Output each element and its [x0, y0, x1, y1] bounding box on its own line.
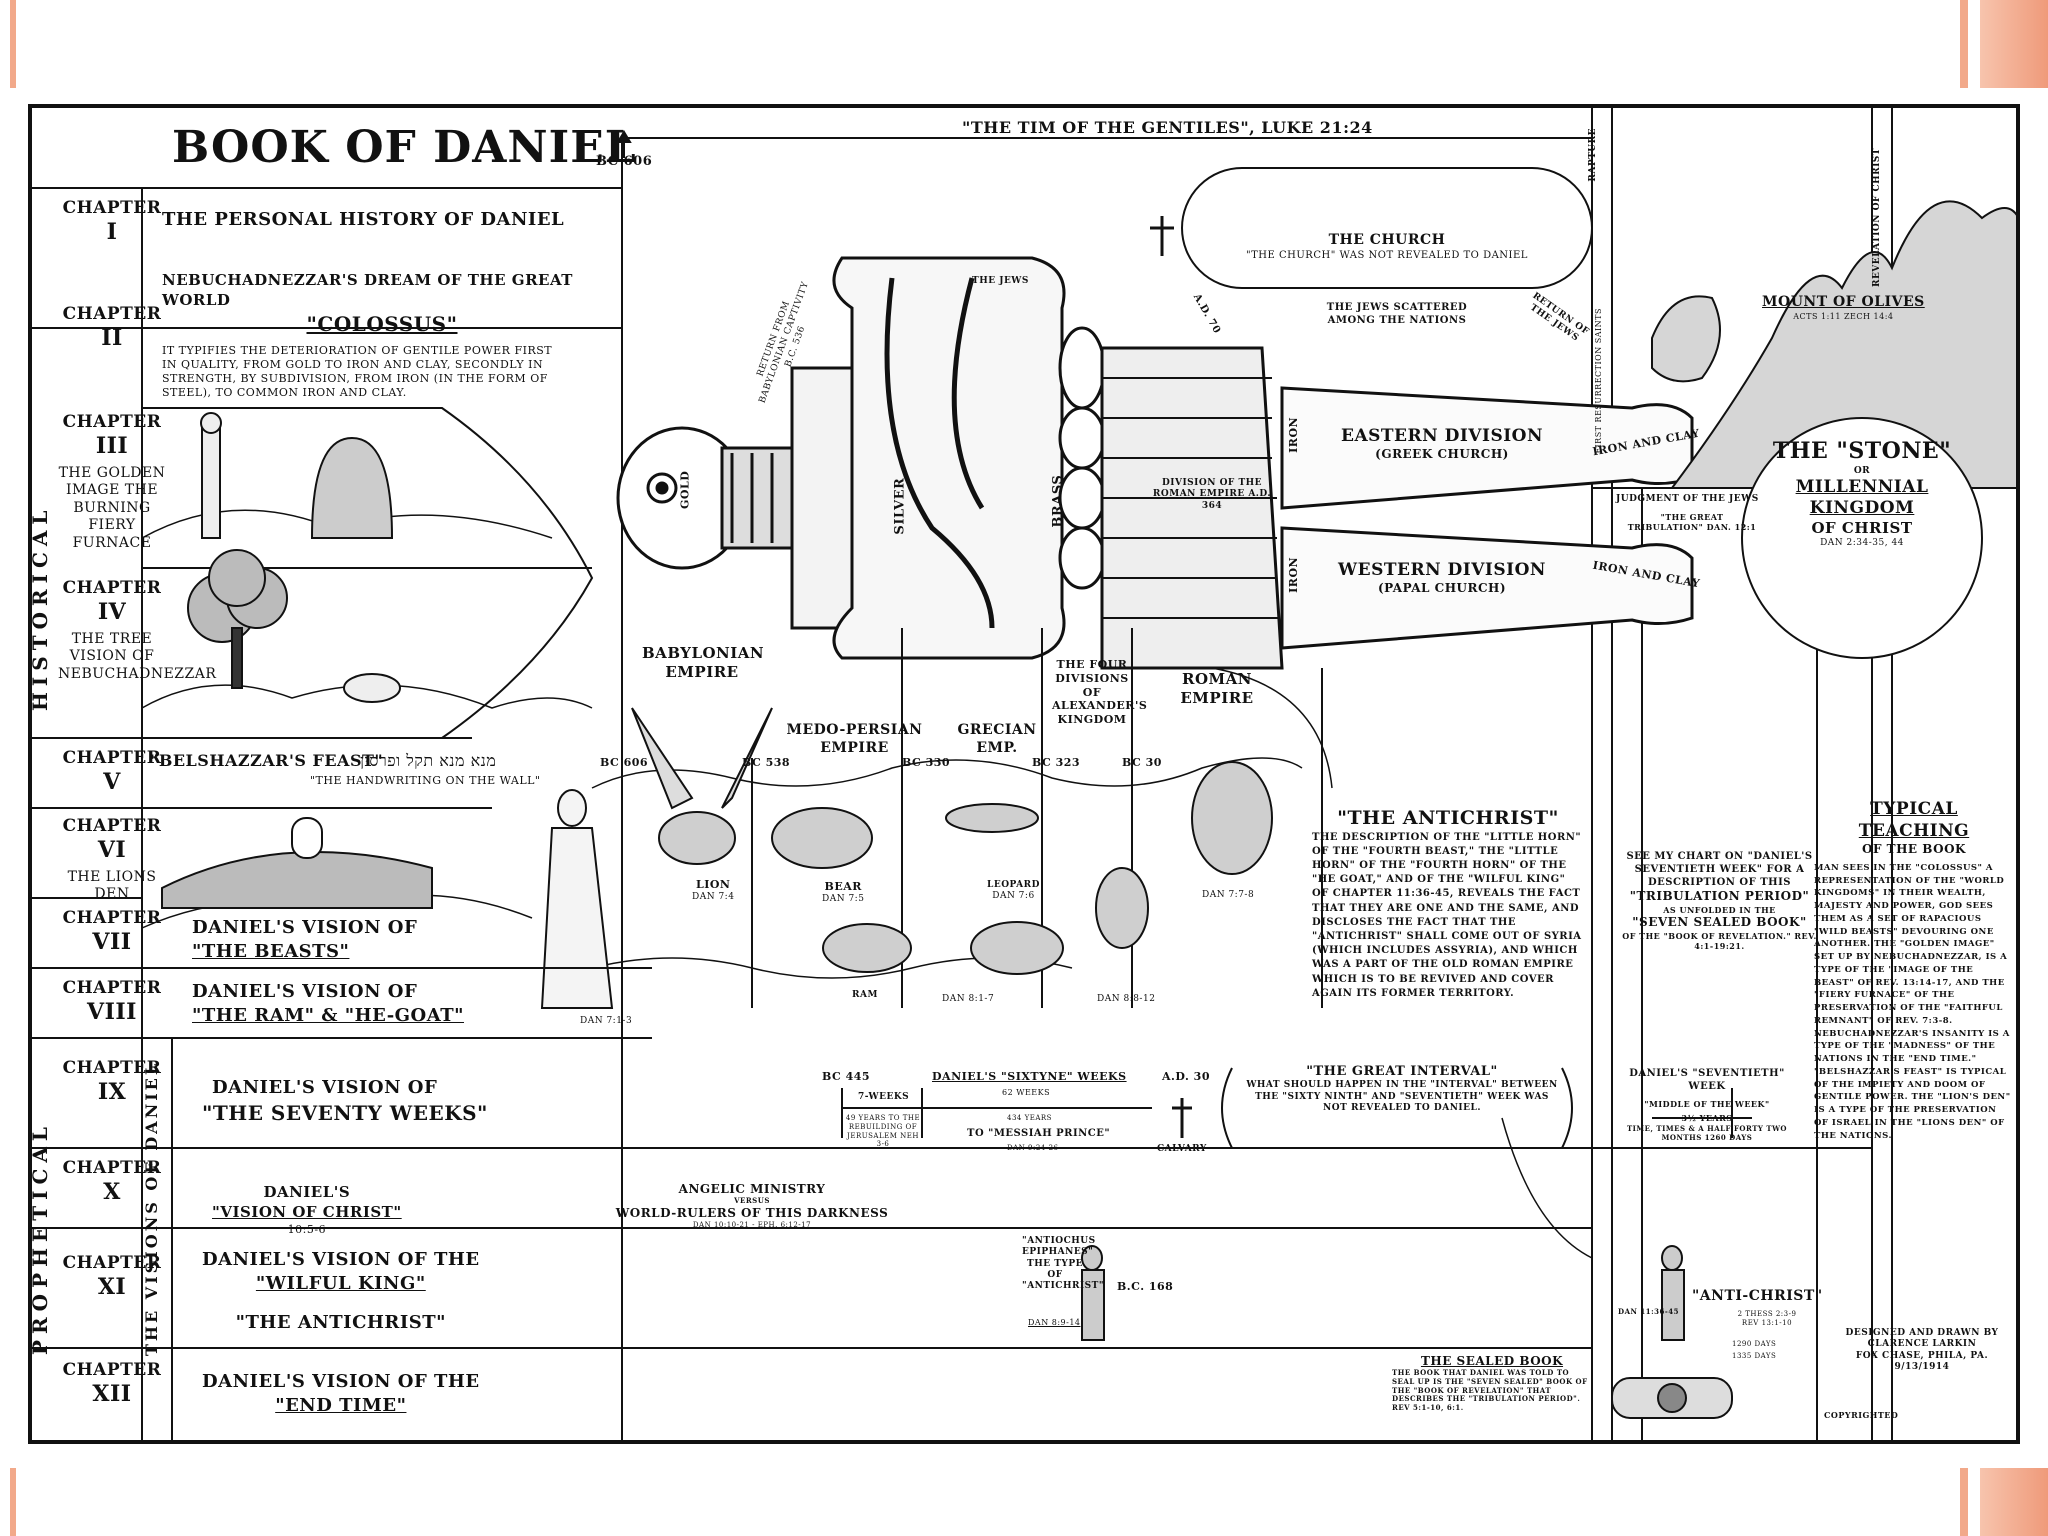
chapter-12-label: ChapterXII: [62, 1360, 162, 1408]
calvary-label: Calvary: [1157, 1144, 1207, 1154]
seventieth-week-block: See My Chart On "Daniel's Seventieth Wee…: [1622, 851, 1817, 951]
chapter-2-text: Nebuchadnezzar's Dream of the Great Worl…: [162, 271, 573, 400]
division-note: Division Of The Roman Empire A.D. 364: [1152, 478, 1272, 511]
chapter-7-label: ChapterVII: [62, 908, 162, 956]
chapter-5-text: "Belshazzar's Feast" מנא מנא תקל ופרסין …: [150, 751, 541, 787]
date-bc323: BC 323: [1032, 756, 1081, 769]
start-date: BC 606: [596, 154, 653, 169]
sixtyne-label: Daniel's "Sixtyne" Weeks: [932, 1070, 1127, 1083]
fourth-beast-ref: Dan 7:7-8: [1202, 890, 1255, 900]
years434-label: 434 Years: [1007, 1114, 1052, 1122]
chapter-11-text: Daniel's Vision Of The "Wilful King" "Th…: [202, 1249, 480, 1333]
sealed-book: The Sealed Book The Book That Daniel Was…: [1392, 1354, 1588, 1412]
church-block: The Church "The Church" Was Not Revealed…: [1246, 232, 1528, 261]
anti-christ-ref: Dan 11:36-45: [1618, 1307, 1680, 1316]
times-of-gentiles: "The Tim Of The Gentiles", Luke 21:24: [962, 118, 1373, 137]
seventieth-week-timeline: Daniel's "Seventieth" Week "Middle Of Th…: [1626, 1068, 1788, 1142]
chapter-9-text: Daniel's Vision Of "The Seventy Weeks": [202, 1077, 488, 1126]
years49-label: 49 Years To The Rebuilding Of Jerusalem …: [845, 1114, 921, 1149]
bear-label: BearDan 7:5: [822, 880, 865, 904]
leopard-label: LeopardDan 7:6: [987, 880, 1040, 902]
chapter-5-label: ChapterV: [62, 748, 162, 796]
chapter-1-text: The Personal History Of Daniel: [162, 209, 565, 230]
date-bc30: BC 30: [1122, 756, 1162, 769]
copyright-label: Copyrighted: [1824, 1410, 1899, 1420]
chapter-6-label: ChapterVI The Lions Den: [62, 816, 162, 903]
chapter-8-text: Daniel's Vision Of "The Ram" & "He-Goat": [192, 981, 464, 1027]
slide-edge-bottom-left: [10, 1468, 16, 1536]
book-of-daniel-chart: Book Of Daniel BC 606 "The Tim Of The Ge…: [28, 104, 2020, 1444]
antiochus-ref: Dan 8:9-14: [1028, 1318, 1081, 1327]
anti-christ-ref2: 2 Thess 2:3-9 Rev 13:1-10: [1737, 1310, 1797, 1327]
stone-kingdom: The "Stone" or Millennial Kingdom Of Chr…: [1772, 438, 1952, 548]
chapter-2-label: ChapterII: [62, 304, 162, 352]
seventy-ref: Dan 9:24-26: [1007, 1144, 1059, 1152]
chapter-10-text: Daniel's "Vision Of Christ" 10:5-6: [212, 1183, 402, 1236]
western-division-label: Western Division (Papal Church): [1338, 560, 1546, 596]
prophetical-label: Prophetical: [28, 1121, 52, 1355]
iron-label-upper: Iron: [1287, 416, 1301, 453]
medo-persian-label: Medo-Persian Empire: [786, 722, 923, 756]
brass-label: Brass: [1050, 474, 1066, 528]
slide-edge-top-right: [1960, 0, 1968, 88]
historical-label: Historical: [28, 504, 52, 712]
beasts-group: [631, 707, 1273, 975]
slide-edge-bottom-right: [1960, 1468, 1968, 1536]
eastern-division-label: Eastern Division (Greek Church): [1340, 426, 1544, 462]
gold-label: Gold: [678, 470, 692, 509]
chapter-7-text: Daniel's Vision Of "The Beasts": [192, 917, 418, 963]
goat2-ref: Dan 8:8-12: [1097, 994, 1156, 1004]
grecian-label: Grecian Emp.: [957, 722, 1037, 756]
slide-edge-top-right-band: [1980, 0, 2048, 88]
first-resurrection-label: First Resurrection Saints: [1594, 308, 1603, 454]
judgment-label: Judgment Of The Jews: [1616, 494, 1759, 504]
typical-teaching-block: Typical Teaching Of The Book Man Sees In…: [1814, 799, 2011, 1141]
revelation-of-christ: Revelation Of Christ: [1872, 148, 1882, 288]
great-interval: "The Great Interval" What Should Happen …: [1246, 1064, 1558, 1113]
antichrist-block: "The Antichrist" The Description Of The …: [1312, 807, 1582, 999]
roman-empire-label: Roman Empire: [1180, 670, 1254, 707]
bc168-label: B.C. 168: [1117, 1280, 1174, 1293]
antiochus-label: "Antiochus Epiphanes" The Type Of "Antic…: [1022, 1236, 1105, 1291]
chapter-4-label: ChapterIV The Tree Vision of Nebuchadnez…: [58, 578, 217, 682]
goat-ref: Dan 8:1-7: [942, 994, 995, 1004]
anti-christ-label: "Anti-Christ": [1692, 1288, 1823, 1304]
chapter-3-label: ChapterIII The Golden Image The Burning …: [58, 412, 166, 551]
angelic-ministry: Angelic Ministry Versus World-Rulers Of …: [615, 1182, 889, 1229]
silver-label: Silver: [892, 477, 908, 535]
rapture-label: Rapture: [1588, 128, 1598, 182]
bc445-label: BC 445: [822, 1070, 871, 1083]
chapter-12-text: Daniel's Vision Of The "End Time": [202, 1371, 480, 1417]
tribulation-label: "The Great Tribulation" Dan. 12:1: [1627, 512, 1757, 532]
lion-label: LionDan 7:4: [692, 878, 735, 902]
ad30-label: A.D. 30: [1162, 1070, 1210, 1083]
ram-label: Ram: [852, 990, 878, 1000]
dan71-ref: Dan 7:1-3: [580, 1016, 633, 1026]
weeks62-label: 62 Weeks: [1002, 1088, 1051, 1097]
seven-weeks-label: 7-Weeks: [858, 1092, 910, 1102]
date-bc330: BC 330: [902, 756, 951, 769]
days1290-label: 1290 Days: [1732, 1340, 1777, 1348]
chart-illustrations: [32, 108, 2016, 1440]
chapter-1-label: ChapterI: [62, 198, 162, 246]
slide-edge-bottom-right-band: [1980, 1468, 2048, 1536]
chapter-11-label: ChapterXI: [62, 1253, 162, 1301]
chart-title: Book Of Daniel: [172, 122, 637, 173]
slide-edge-top-left: [10, 0, 16, 88]
iron-label-lower: Iron: [1287, 556, 1301, 593]
mount-of-olives: Mount Of Olives Acts 1:11 Zech 14:4: [1762, 294, 1925, 321]
the-jews-label: The Jews: [972, 276, 1029, 286]
chapter-9-label: ChapterIX: [62, 1058, 162, 1106]
chapter-8-label: ChapterVIII: [62, 978, 162, 1026]
chapter-10-label: ChapterX: [62, 1158, 162, 1206]
four-divisions-label: The Four Divisions of Alexander's Kingdo…: [1052, 658, 1148, 726]
babylonian-empire-label: Babylonian Empire: [642, 644, 765, 681]
messiah-label: To "Messiah Prince": [967, 1128, 1111, 1139]
days1335-label: 1335 Days: [1732, 1352, 1777, 1360]
credit-block: Designed And Drawn By Clarence Larkin Fo…: [1845, 1328, 1999, 1372]
jews-scattered: The Jews Scattered Among The Nations: [1326, 302, 1468, 326]
date-bc538: BC 538: [742, 756, 791, 769]
date-bc606: BC 606: [600, 756, 649, 769]
